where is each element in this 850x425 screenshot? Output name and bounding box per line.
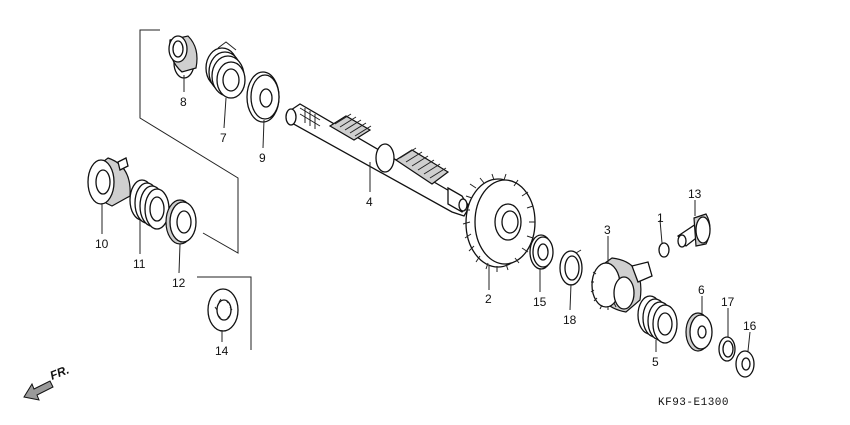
callout-labels: 8 7 9 4 10 11 12 14 2 15 18 3 1 13 5 6 1… xyxy=(95,95,757,369)
callout-11: 11 xyxy=(133,257,146,271)
front-arrow-icon xyxy=(23,380,54,401)
part-17-circlip xyxy=(718,336,736,362)
callout-15: 15 xyxy=(533,295,547,309)
callout-17: 17 xyxy=(721,295,735,309)
part-7-coil-spring xyxy=(205,41,246,99)
part-2-gear xyxy=(462,173,536,272)
callout-6: 6 xyxy=(698,283,705,297)
callout-2: 2 xyxy=(485,292,492,306)
part-11-spring xyxy=(129,179,170,230)
callout-14: 14 xyxy=(215,344,229,358)
callout-13: 13 xyxy=(688,187,702,201)
part-12-seal xyxy=(165,199,197,245)
front-label: FR. xyxy=(48,363,71,383)
part-16-washer xyxy=(735,350,755,378)
callout-4: 4 xyxy=(366,195,373,209)
part-14-lock-washer xyxy=(207,288,239,332)
part-4-shaft xyxy=(285,103,471,217)
figure-code: KF93-E1300 xyxy=(658,397,729,409)
callout-10: 10 xyxy=(95,237,109,251)
part-9-washer xyxy=(246,71,280,123)
part-18-circlip xyxy=(559,249,583,286)
part-15-washer xyxy=(529,234,554,270)
callout-8: 8 xyxy=(180,95,187,109)
callout-5: 5 xyxy=(652,355,659,369)
callout-3: 3 xyxy=(604,223,611,237)
part-13-bolt xyxy=(677,213,711,248)
leader-lines xyxy=(101,75,751,352)
group-bracket-upper xyxy=(139,29,239,254)
callout-16: 16 xyxy=(743,319,757,333)
part-8-collar xyxy=(168,35,198,79)
part-5-spring xyxy=(637,295,678,344)
part-3-ratchet xyxy=(590,257,653,313)
part-10-sleeve xyxy=(87,157,131,207)
part-6-washer xyxy=(685,312,713,352)
callout-9: 9 xyxy=(259,151,266,165)
callout-7: 7 xyxy=(220,131,227,145)
callout-1: 1 xyxy=(657,211,664,225)
callout-18: 18 xyxy=(563,313,577,327)
part-1-o-ring xyxy=(658,242,670,258)
callout-12: 12 xyxy=(172,276,186,290)
group-bracket-lower xyxy=(197,276,252,350)
front-direction-indicator: FR. xyxy=(23,363,71,401)
